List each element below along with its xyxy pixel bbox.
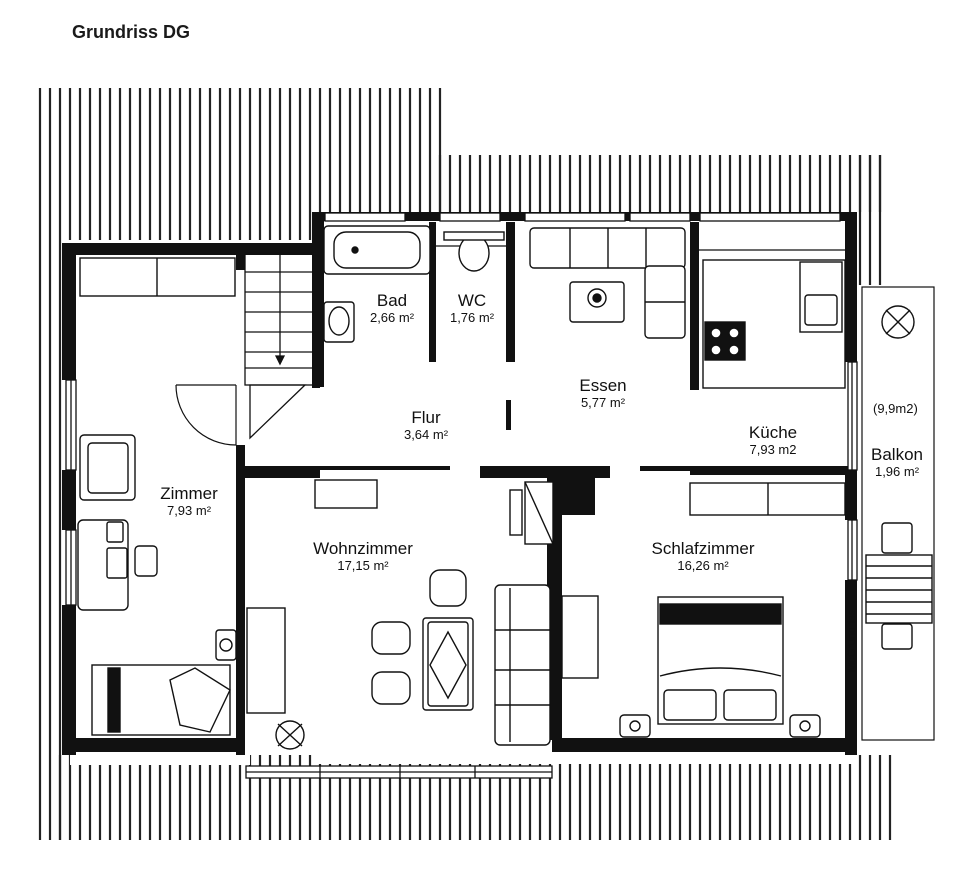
- door-swings: [175, 384, 237, 446]
- room-area: 3,64 m²: [403, 426, 449, 442]
- plan-title: Grundriss DG: [72, 22, 191, 42]
- room-name: Zimmer: [160, 484, 218, 503]
- room-label-zimmer: Zimmer 7,93 m²: [160, 484, 218, 518]
- room-name: Bad: [376, 291, 408, 310]
- room-label-bad: Bad 2,66 m²: [370, 291, 414, 325]
- room-label-wc: WC 1,76 m²: [450, 291, 494, 325]
- room-area: 1,76 m²: [449, 309, 495, 325]
- room-area: 7,93 m²: [166, 502, 212, 518]
- staircase: [244, 252, 314, 440]
- room-name: Wohnzimmer: [313, 539, 413, 558]
- room-label-schlafzimmer: Schlafzimmer 16,26 m²: [652, 539, 755, 573]
- room-label-essen: Essen 5,77 m²: [579, 376, 626, 410]
- room-name: Flur: [411, 408, 441, 427]
- watermark-text: McGrundriss: [846, 609, 858, 672]
- room-area: 7,93 m2: [749, 441, 797, 457]
- room-area: 5,77 m²: [580, 394, 626, 410]
- room-area: 17,15 m²: [337, 557, 389, 573]
- room-name: Essen: [579, 376, 627, 395]
- room-label-balkon: Balkon 1,96 m²: [871, 445, 923, 479]
- room-name: Balkon: [871, 445, 923, 464]
- room-label-flur: Flur 3,64 m²: [404, 408, 448, 442]
- room-area: 16,26 m²: [677, 557, 729, 573]
- room-area: 1,96 m²: [874, 463, 920, 479]
- room-label-wohnzimmer: Wohnzimmer 17,15 m²: [313, 539, 413, 573]
- room-name: WC: [457, 291, 487, 310]
- balkon-total-area: (9,9m2): [873, 401, 918, 416]
- windows: [65, 212, 858, 779]
- room-name: Küche: [748, 423, 798, 442]
- room-label-kueche: Küche 7,93 m2: [749, 423, 797, 457]
- room-name: Schlafzimmer: [651, 539, 755, 558]
- room-area: 2,66 m²: [369, 309, 415, 325]
- furniture: [77, 225, 933, 750]
